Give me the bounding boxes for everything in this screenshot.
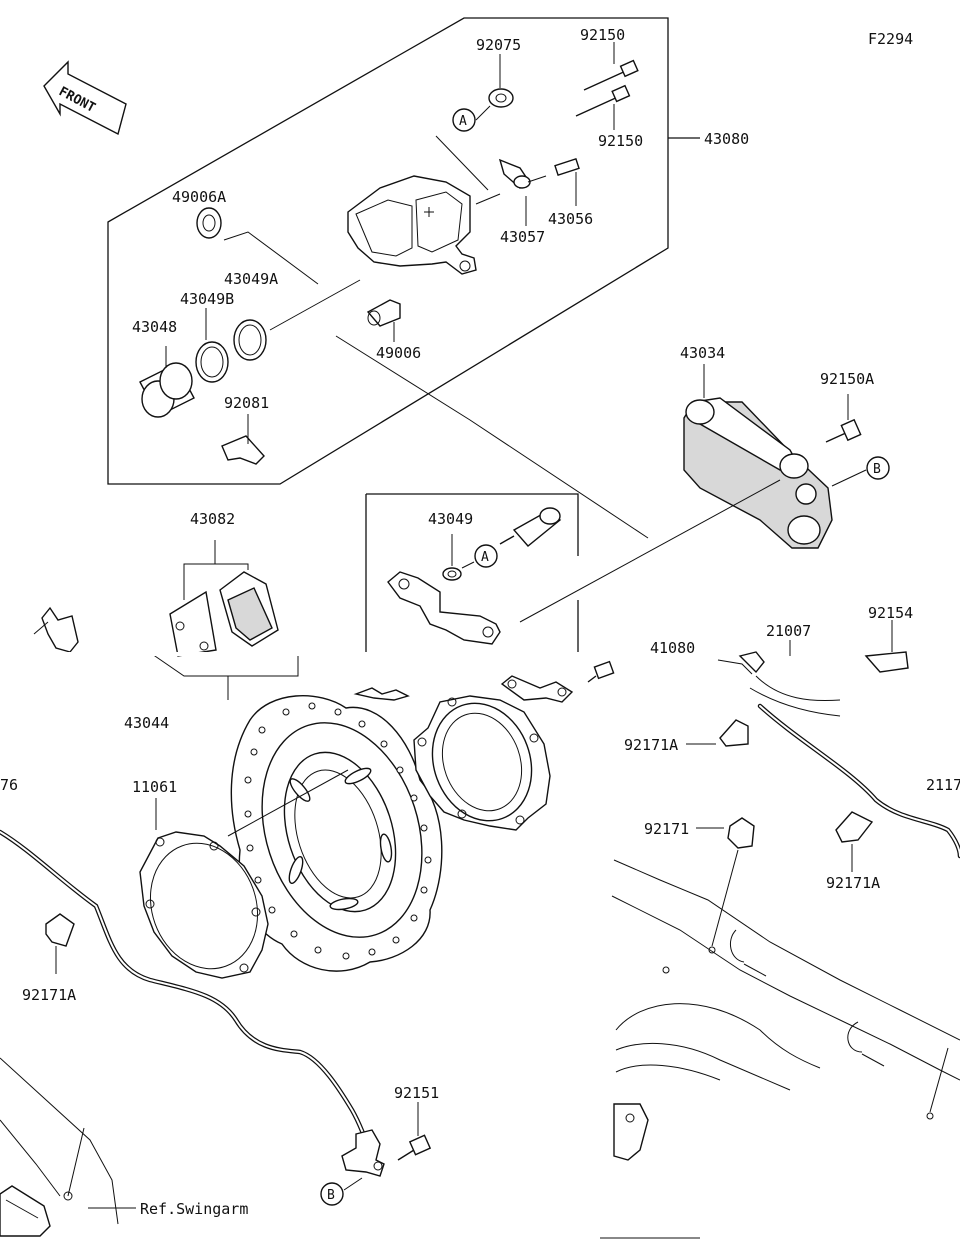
abs-sensor-head: [341, 1129, 385, 1177]
label-92081: 92081: [224, 394, 269, 412]
label-11061: 11061: [132, 778, 177, 796]
caliper-bracket-43034: [683, 364, 833, 549]
label-76-cut: 76: [0, 776, 18, 794]
washer-43049: [442, 534, 462, 581]
pin-92150-lower: [575, 84, 631, 117]
leader-B-sensor: [343, 1177, 363, 1191]
label-43048: 43048: [132, 318, 177, 336]
ref-swingarm-note: Ref.Swingarm: [140, 1200, 248, 1218]
callout-marker-b-sensor: B: [320, 1182, 344, 1206]
leader-B-bracket: [831, 469, 867, 487]
svg-text:B: B: [873, 462, 881, 477]
sensor-plate-41080-part: [500, 675, 574, 703]
callout-marker-b-bracket: B: [866, 456, 890, 480]
screw-near-41080: [587, 660, 615, 683]
label-92150-top: 92150: [580, 26, 625, 44]
part-92154: [864, 620, 909, 673]
left-fragment-part: [33, 606, 79, 653]
label-43057: 43057: [500, 228, 545, 246]
caliper-body: [347, 175, 477, 275]
pad-spring-92081: [221, 435, 265, 465]
clamp-92171A-left: [45, 913, 75, 974]
label-43034: 43034: [680, 344, 725, 362]
label-92154: 92154: [868, 604, 913, 622]
label-41080: 41080: [650, 639, 695, 657]
bolt-92150A: [825, 394, 862, 443]
pin-92150-upper: [583, 59, 639, 91]
clip-near-disc: [353, 687, 410, 701]
boot-92075: [488, 88, 514, 108]
swingarm-right: [600, 859, 960, 1239]
label-92151: 92151: [394, 1084, 439, 1102]
label-43056: 43056: [548, 210, 593, 228]
seal-43049B: [195, 341, 229, 383]
label-49006: 49006: [376, 344, 421, 362]
label-43082: 43082: [190, 510, 235, 528]
pin-49006: [366, 299, 401, 327]
bleeder-valve-43056: [554, 157, 580, 177]
brake-pads-43082: [169, 540, 279, 657]
sensor-bracket-plate: [387, 571, 501, 645]
clamp-92171A-right: [835, 811, 874, 872]
callout-marker-a-lower: A: [474, 544, 498, 568]
label-92150-mid: 92150: [598, 132, 643, 150]
sensor-bracket-frame: [365, 493, 579, 654]
label-92075: 92075: [476, 36, 521, 54]
leader-disc: [227, 769, 349, 837]
leader-A-sleeve: [461, 561, 475, 569]
label-43044: 43044: [124, 714, 169, 732]
clamp-92171: [696, 817, 755, 947]
label-21007: 21007: [766, 622, 811, 640]
callout-marker-a-top: A: [452, 108, 476, 132]
boot-49006A: [196, 207, 222, 239]
clamp-92171A-upper: [686, 719, 749, 747]
svg-text:A: A: [481, 550, 489, 565]
abs-cable-left: [0, 829, 369, 1143]
caliper-assembly-frame: [107, 17, 700, 485]
svg-text:A: A: [459, 114, 467, 129]
label-92171A-right: 92171A: [826, 874, 880, 892]
piston-43048: [139, 362, 195, 418]
figure-code: F2294: [868, 30, 913, 48]
bleeder-link-43057: [498, 158, 531, 189]
svg-text:B: B: [327, 1188, 335, 1203]
leader-bracket-axle: [519, 479, 781, 623]
label-49006A: 49006A: [172, 188, 226, 206]
label-92150A: 92150A: [820, 370, 874, 388]
abs-cable-right: [757, 703, 960, 859]
label-43049: 43049: [428, 510, 473, 528]
label-43080: 43080: [704, 130, 749, 148]
abs-sensor-rotor: [413, 695, 551, 831]
label-43049A: 43049A: [224, 270, 278, 288]
label-92171A-left: 92171A: [22, 986, 76, 1004]
label-2117-cut: 2117: [926, 776, 960, 794]
axle-sleeve: [499, 507, 562, 547]
pads-bracket-43044: [151, 653, 299, 700]
label-43049B: 43049B: [180, 290, 234, 308]
front-arrow-icon: FRONT: [43, 60, 127, 136]
bolt-92151: [397, 1102, 432, 1161]
swingarm-left: [0, 1057, 136, 1237]
gasket-11061: [139, 831, 269, 979]
cable-21007-top: [717, 640, 841, 717]
brake-disc: [230, 695, 443, 972]
label-92171: 92171: [644, 820, 689, 838]
label-92171A-upper: 92171A: [624, 736, 678, 754]
seal-43049A: [233, 319, 267, 361]
image-seam: [0, 652, 960, 656]
caliper-leaders: [165, 42, 649, 539]
